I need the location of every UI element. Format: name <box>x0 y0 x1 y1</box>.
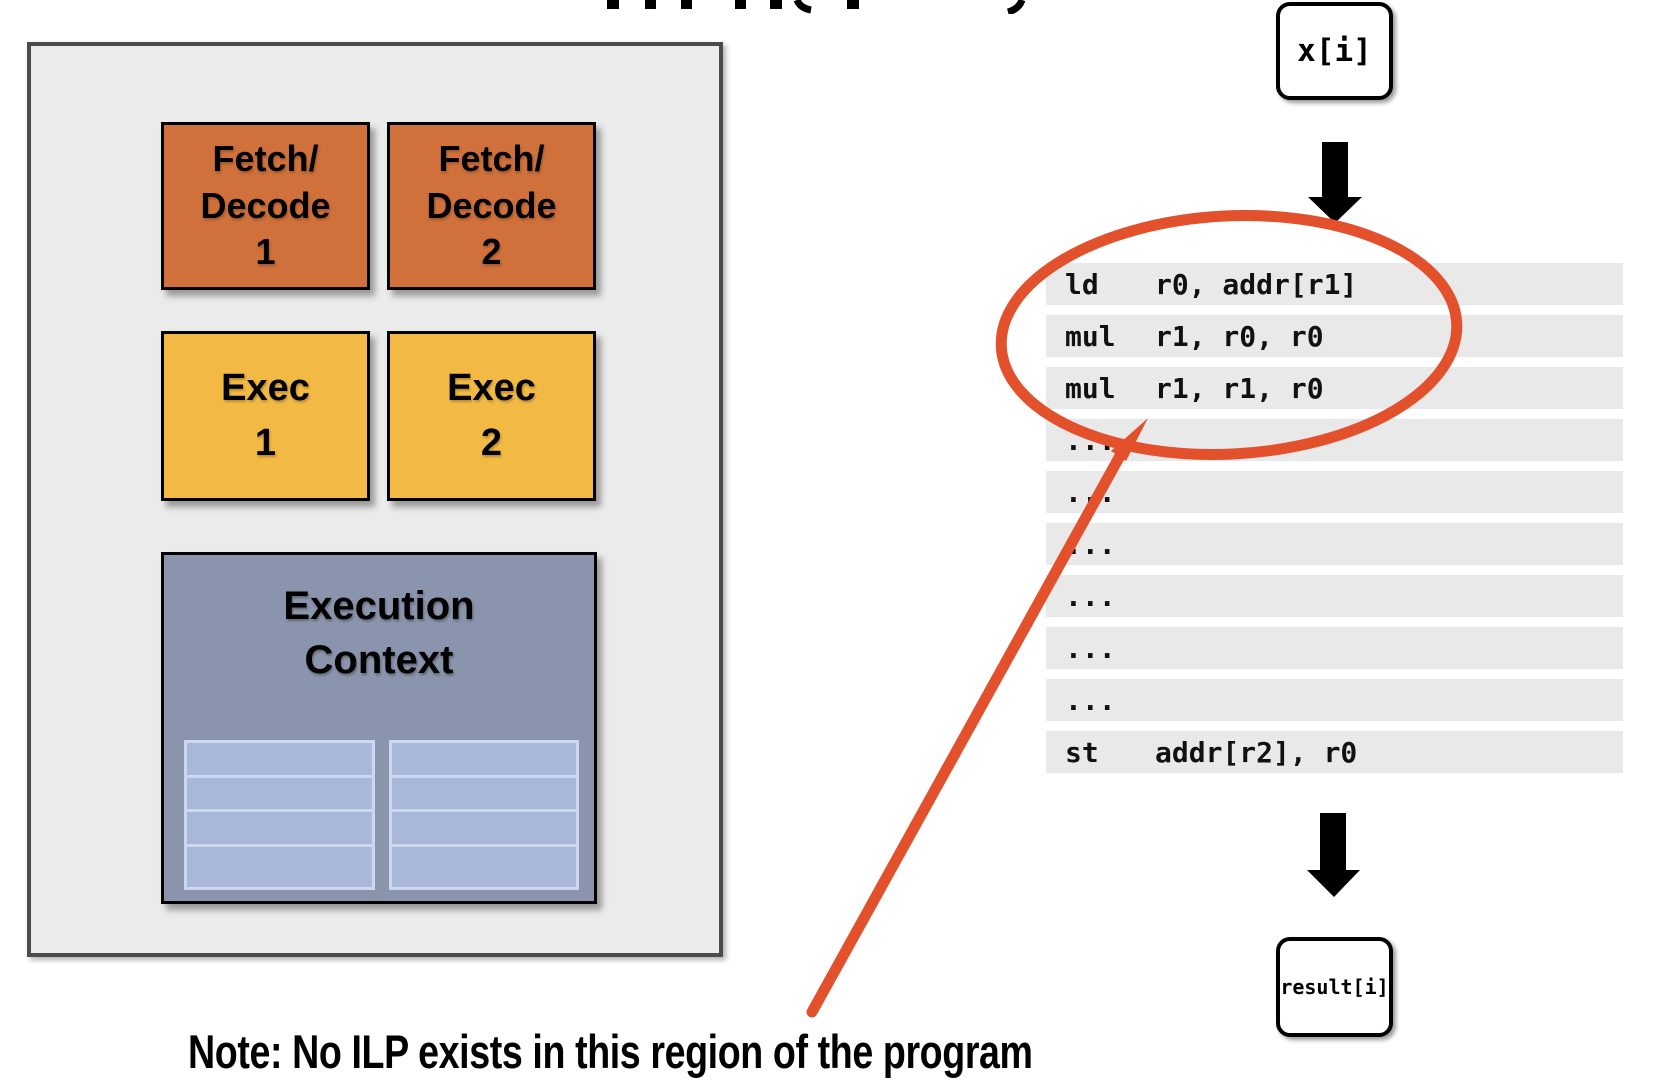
instruction-opcode: ... <box>1065 527 1116 561</box>
unit-label-line: 2 <box>481 231 502 273</box>
instruction-row: ... <box>1046 523 1623 565</box>
clipped-title-fragments <box>607 0 1026 14</box>
instruction-opcode: ... <box>1065 423 1116 457</box>
instruction-row: mul r1, r1, r0 <box>1046 367 1623 409</box>
register-file-grid-1 <box>184 740 375 890</box>
register-row <box>392 847 576 882</box>
instruction-opcode: ld <box>1065 267 1099 301</box>
input-value-box: x[i] <box>1276 2 1393 100</box>
output-value-box: result[i] <box>1276 937 1393 1037</box>
instruction-row: ... <box>1046 471 1623 513</box>
execution-context-line2: Context <box>304 638 454 682</box>
instruction-opcode: ... <box>1065 683 1116 717</box>
exec-unit-1: Exec 1 <box>161 331 370 501</box>
register-row <box>392 778 576 812</box>
output-value-label: result[i] <box>1280 975 1389 999</box>
instruction-opcode: ... <box>1065 475 1116 509</box>
instruction-row: ... <box>1046 419 1623 461</box>
exec-unit-2: Exec 2 <box>387 331 596 501</box>
register-row <box>187 847 372 882</box>
instruction-row: ... <box>1046 627 1623 669</box>
unit-label-line: Exec <box>447 366 536 409</box>
instruction-operands: r0, addr[r1] <box>1155 267 1358 301</box>
register-row <box>392 743 576 778</box>
register-file-grid-2 <box>389 740 579 890</box>
unit-label-line: Decode <box>426 184 557 226</box>
unit-label-line: Decode <box>200 184 331 226</box>
instruction-operands: addr[r2], r0 <box>1155 735 1358 769</box>
instruction-opcode: ... <box>1065 579 1116 613</box>
down-arrow-icon <box>1308 142 1362 223</box>
register-row <box>187 812 372 847</box>
unit-label-line: Fetch/ <box>212 137 319 179</box>
instruction-opcode: mul <box>1065 371 1116 405</box>
unit-label-line: Fetch/ <box>438 137 545 179</box>
register-row <box>187 778 372 812</box>
instruction-row: ... <box>1046 679 1623 721</box>
execution-context-box: Execution Context <box>161 552 597 904</box>
instruction-opcode: mul <box>1065 319 1116 353</box>
note-text: Note: No ILP exists in this region of th… <box>188 1025 1033 1078</box>
unit-label-line: 1 <box>255 231 276 273</box>
instruction-list: ld r0, addr[r1] mul r1, r0, r0 mul r1, r1, … <box>1046 263 1623 783</box>
instruction-operands: r1, r0, r0 <box>1155 319 1324 353</box>
down-arrow-icon <box>1307 813 1360 897</box>
instruction-row: mul r1, r0, r0 <box>1046 315 1623 357</box>
register-row <box>392 812 576 847</box>
fetch-decode-unit-2: Fetch/ Decode 2 <box>387 122 596 290</box>
processor-core-panel: Fetch/ Decode 1 Fetch/ Decode 2 Exec 1 E… <box>27 42 723 957</box>
register-row <box>187 743 372 778</box>
unit-label-line: Exec <box>221 366 310 409</box>
instruction-row: st addr[r2], r0 <box>1046 731 1623 773</box>
unit-label-line: 2 <box>480 422 503 464</box>
unit-label-line: 1 <box>254 422 277 464</box>
execution-context-label: Execution Context <box>164 579 594 687</box>
instruction-row: ... <box>1046 575 1623 617</box>
execution-context-line1: Execution <box>283 584 475 628</box>
fetch-decode-unit-1: Fetch/ Decode 1 <box>161 122 370 290</box>
instruction-operands: r1, r1, r0 <box>1155 371 1324 405</box>
instruction-opcode: ... <box>1065 631 1116 665</box>
instruction-opcode: st <box>1065 735 1099 769</box>
input-value-label: x[i] <box>1297 33 1372 69</box>
instruction-row: ld r0, addr[r1] <box>1046 263 1623 305</box>
